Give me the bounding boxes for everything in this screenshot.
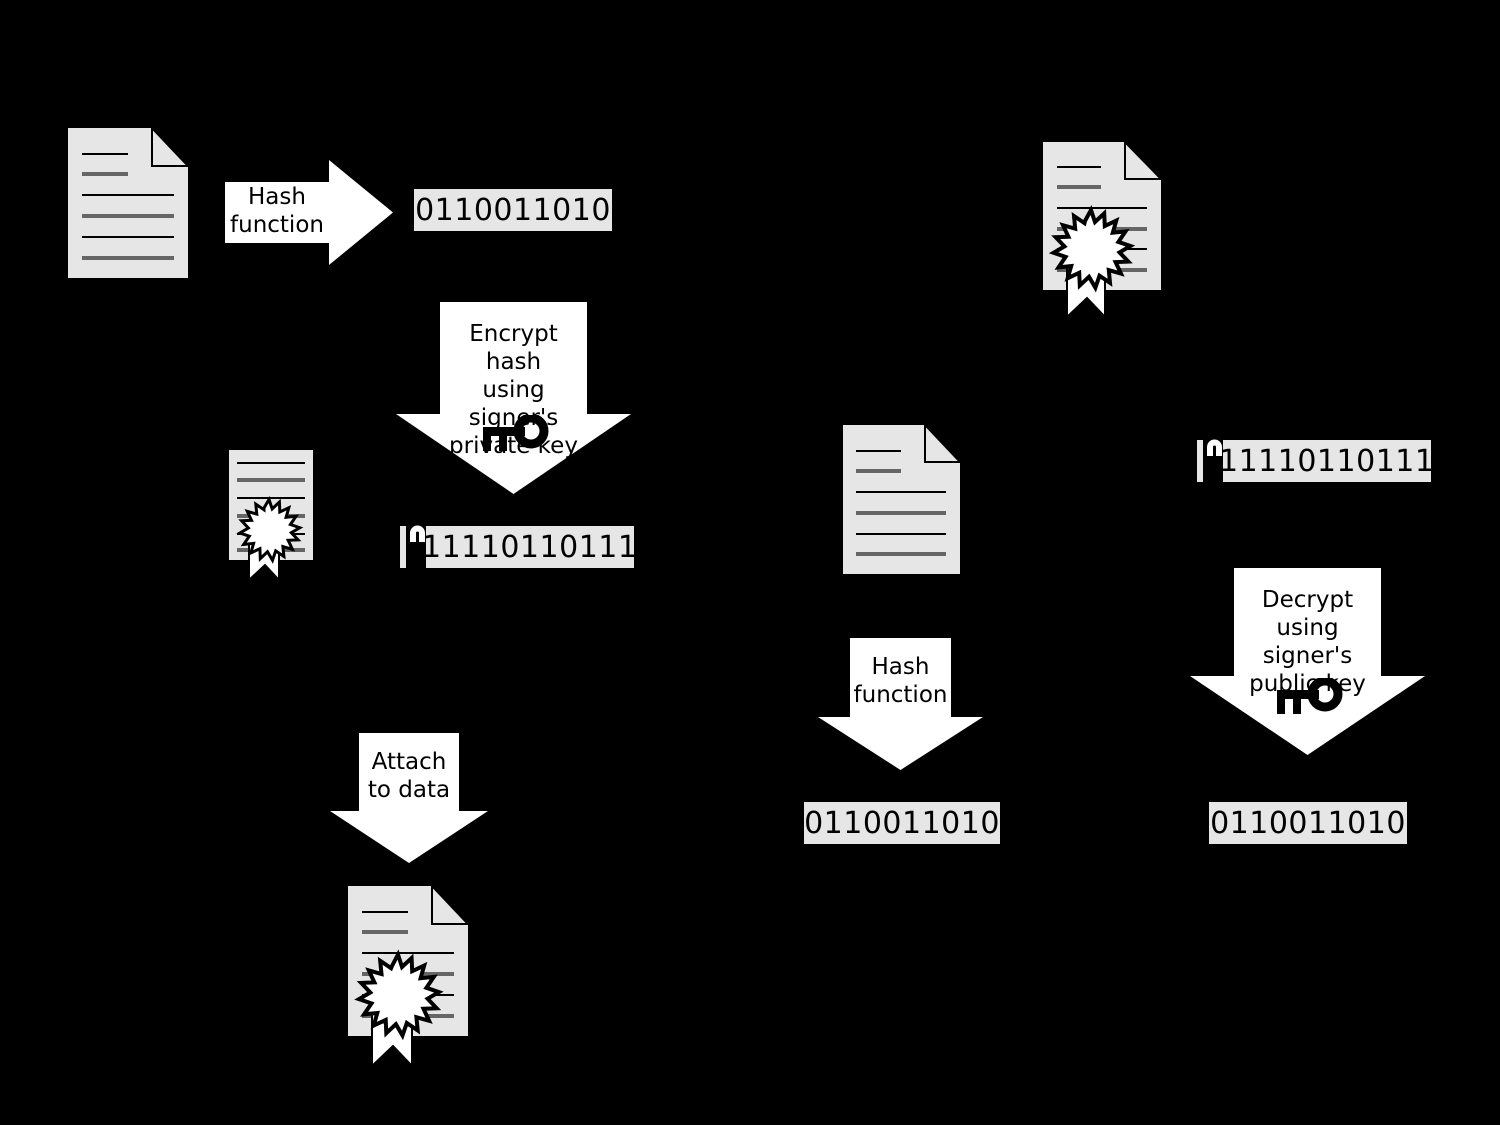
hash-function-arrow: Hash function (225, 160, 393, 265)
source-document-icon (68, 125, 191, 278)
extracted-document-icon (843, 422, 963, 574)
lock-icon (400, 520, 426, 572)
private-key-icon (483, 415, 549, 451)
received-signed-document-icon (1043, 139, 1164, 320)
lock-icon (1197, 434, 1223, 486)
hash-value-box: 101100110101 (395, 189, 630, 231)
verify-hash-function-arrow: Hash function (818, 638, 983, 770)
received-encrypted-hash-box: 111101101110 (1197, 440, 1454, 482)
encrypted-hash-box: 111101101110 (400, 526, 657, 568)
received-encrypted-hash-group: 111101101110 (1197, 434, 1454, 486)
certificate-icon (229, 450, 313, 583)
signed-document-icon (348, 883, 471, 1069)
encrypt-hash-arrow: Encrypt hash using signer's private key (396, 302, 631, 494)
decrypt-arrow: Decrypt using signer's public key (1190, 568, 1425, 755)
decrypted-hash-box: 101100110101 (1190, 802, 1425, 844)
public-key-icon (1277, 678, 1343, 714)
encrypted-hash-group: 111101101110 (400, 520, 657, 572)
computed-hash-box: 101100110101 (784, 802, 1019, 844)
attach-to-data-arrow: Attach to data (330, 733, 488, 863)
